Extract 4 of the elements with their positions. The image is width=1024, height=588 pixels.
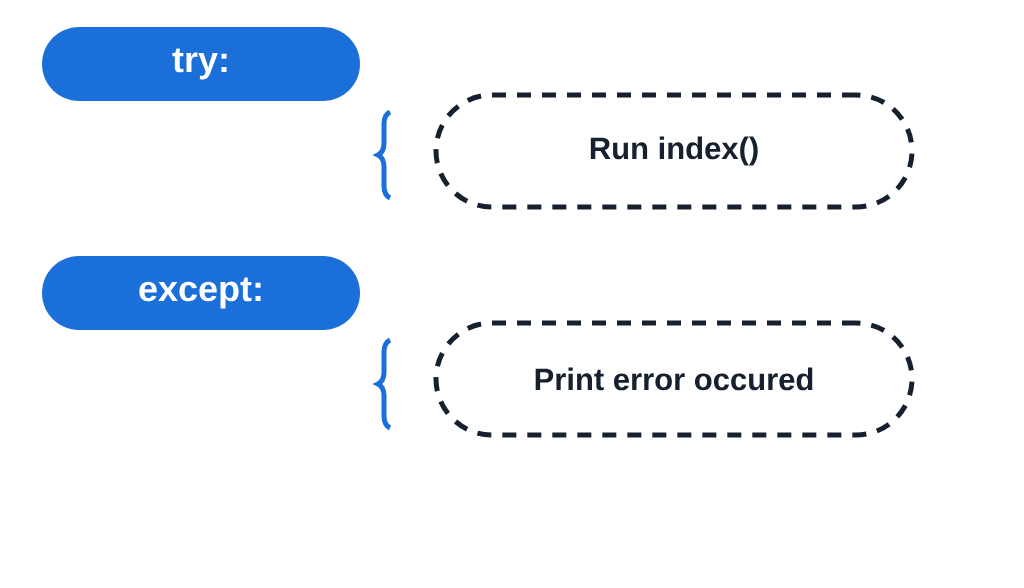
keyword-pill: try: <box>42 27 360 101</box>
keyword-pill: except: <box>42 256 360 330</box>
action-box: Print error occured <box>433 320 915 438</box>
action-box: Run index() <box>433 92 915 210</box>
